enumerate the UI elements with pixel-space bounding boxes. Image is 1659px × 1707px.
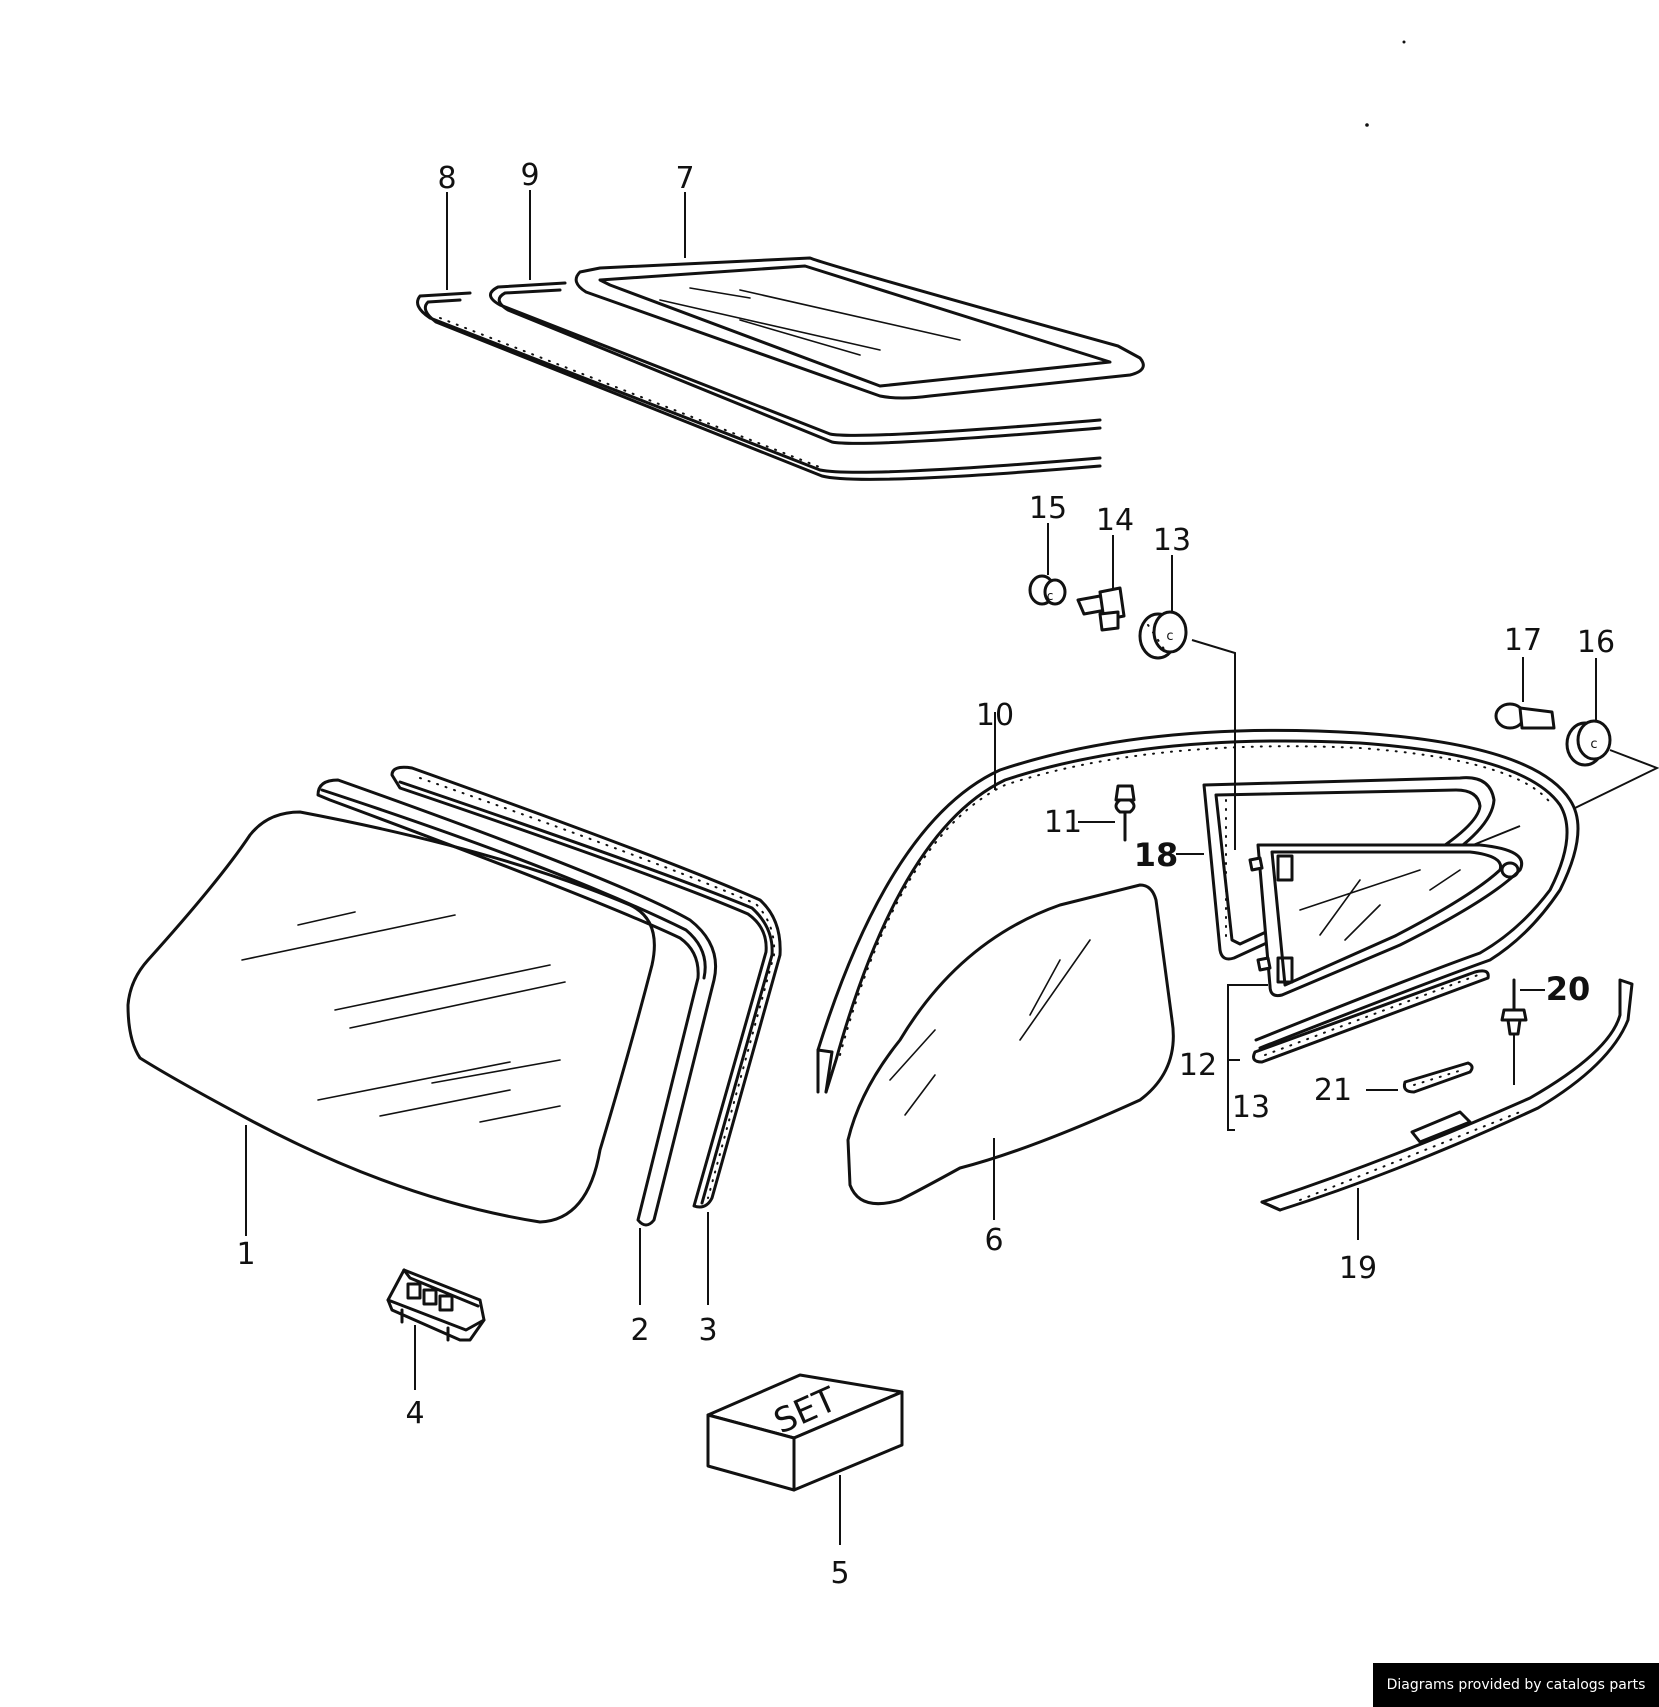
callout-17: 17 (1504, 623, 1542, 658)
mirror-base (386, 1268, 486, 1342)
spacer-13: c (1138, 610, 1188, 660)
side-window-seal (816, 728, 1580, 1094)
speck (1365, 123, 1369, 127)
callout-15: 15 (1029, 491, 1067, 526)
callout-9: 9 (520, 158, 539, 193)
roof-seal-inner (489, 281, 1102, 445)
callout-5: 5 (830, 1556, 849, 1591)
callout-10: 10 (976, 698, 1014, 733)
callout-7: 7 (675, 161, 694, 196)
callout-3: 3 (698, 1313, 717, 1348)
svg-text:c: c (1166, 629, 1173, 644)
callout-2: 2 (630, 1313, 649, 1348)
leader-16-down (1574, 749, 1659, 809)
windshield-trim (316, 778, 718, 1227)
quarter-window-glass (1248, 843, 1523, 998)
callout-16: 16 (1577, 625, 1615, 660)
callout-8: 8 (437, 161, 456, 196)
callout-12: 12 (1179, 1048, 1217, 1083)
callout-13-bottom: 13 (1232, 1090, 1270, 1125)
quarter-seal-strip (1252, 969, 1490, 1064)
svg-text:c: c (1047, 589, 1054, 603)
callout-14: 14 (1096, 503, 1134, 538)
callout-13-top: 13 (1153, 523, 1191, 558)
roof-glass (574, 256, 1145, 400)
rivet-11 (1114, 784, 1136, 842)
windshield-seal (390, 765, 782, 1209)
credit-banner: Diagrams provided by catalogs parts (1373, 1663, 1659, 1707)
washer-16: c (1565, 719, 1612, 767)
leader-16-down2 (1472, 825, 1521, 846)
nut-15: c (1028, 574, 1067, 606)
bracket-12-13 (1227, 984, 1268, 1131)
callout-20: 20 (1546, 970, 1591, 1008)
svg-text:c: c (1590, 737, 1597, 752)
callout-1: 1 (236, 1237, 255, 1272)
callout-4: 4 (405, 1396, 424, 1431)
set-box: SET (706, 1373, 904, 1492)
clip-21 (1402, 1061, 1474, 1094)
screw-14 (1076, 586, 1126, 632)
callout-6: 6 (984, 1223, 1003, 1258)
windshield (126, 810, 656, 1224)
rivet-20 (1500, 978, 1528, 1036)
callout-11: 11 (1044, 805, 1082, 840)
trim-strip-19 (1260, 978, 1634, 1212)
callout-18: 18 (1134, 836, 1179, 874)
callout-19: 19 (1339, 1251, 1377, 1286)
callout-21: 21 (1314, 1073, 1352, 1108)
speck (1402, 40, 1406, 44)
screw-17 (1494, 702, 1556, 730)
door-glass (846, 883, 1175, 1206)
roof-seal-outer (416, 291, 1102, 481)
